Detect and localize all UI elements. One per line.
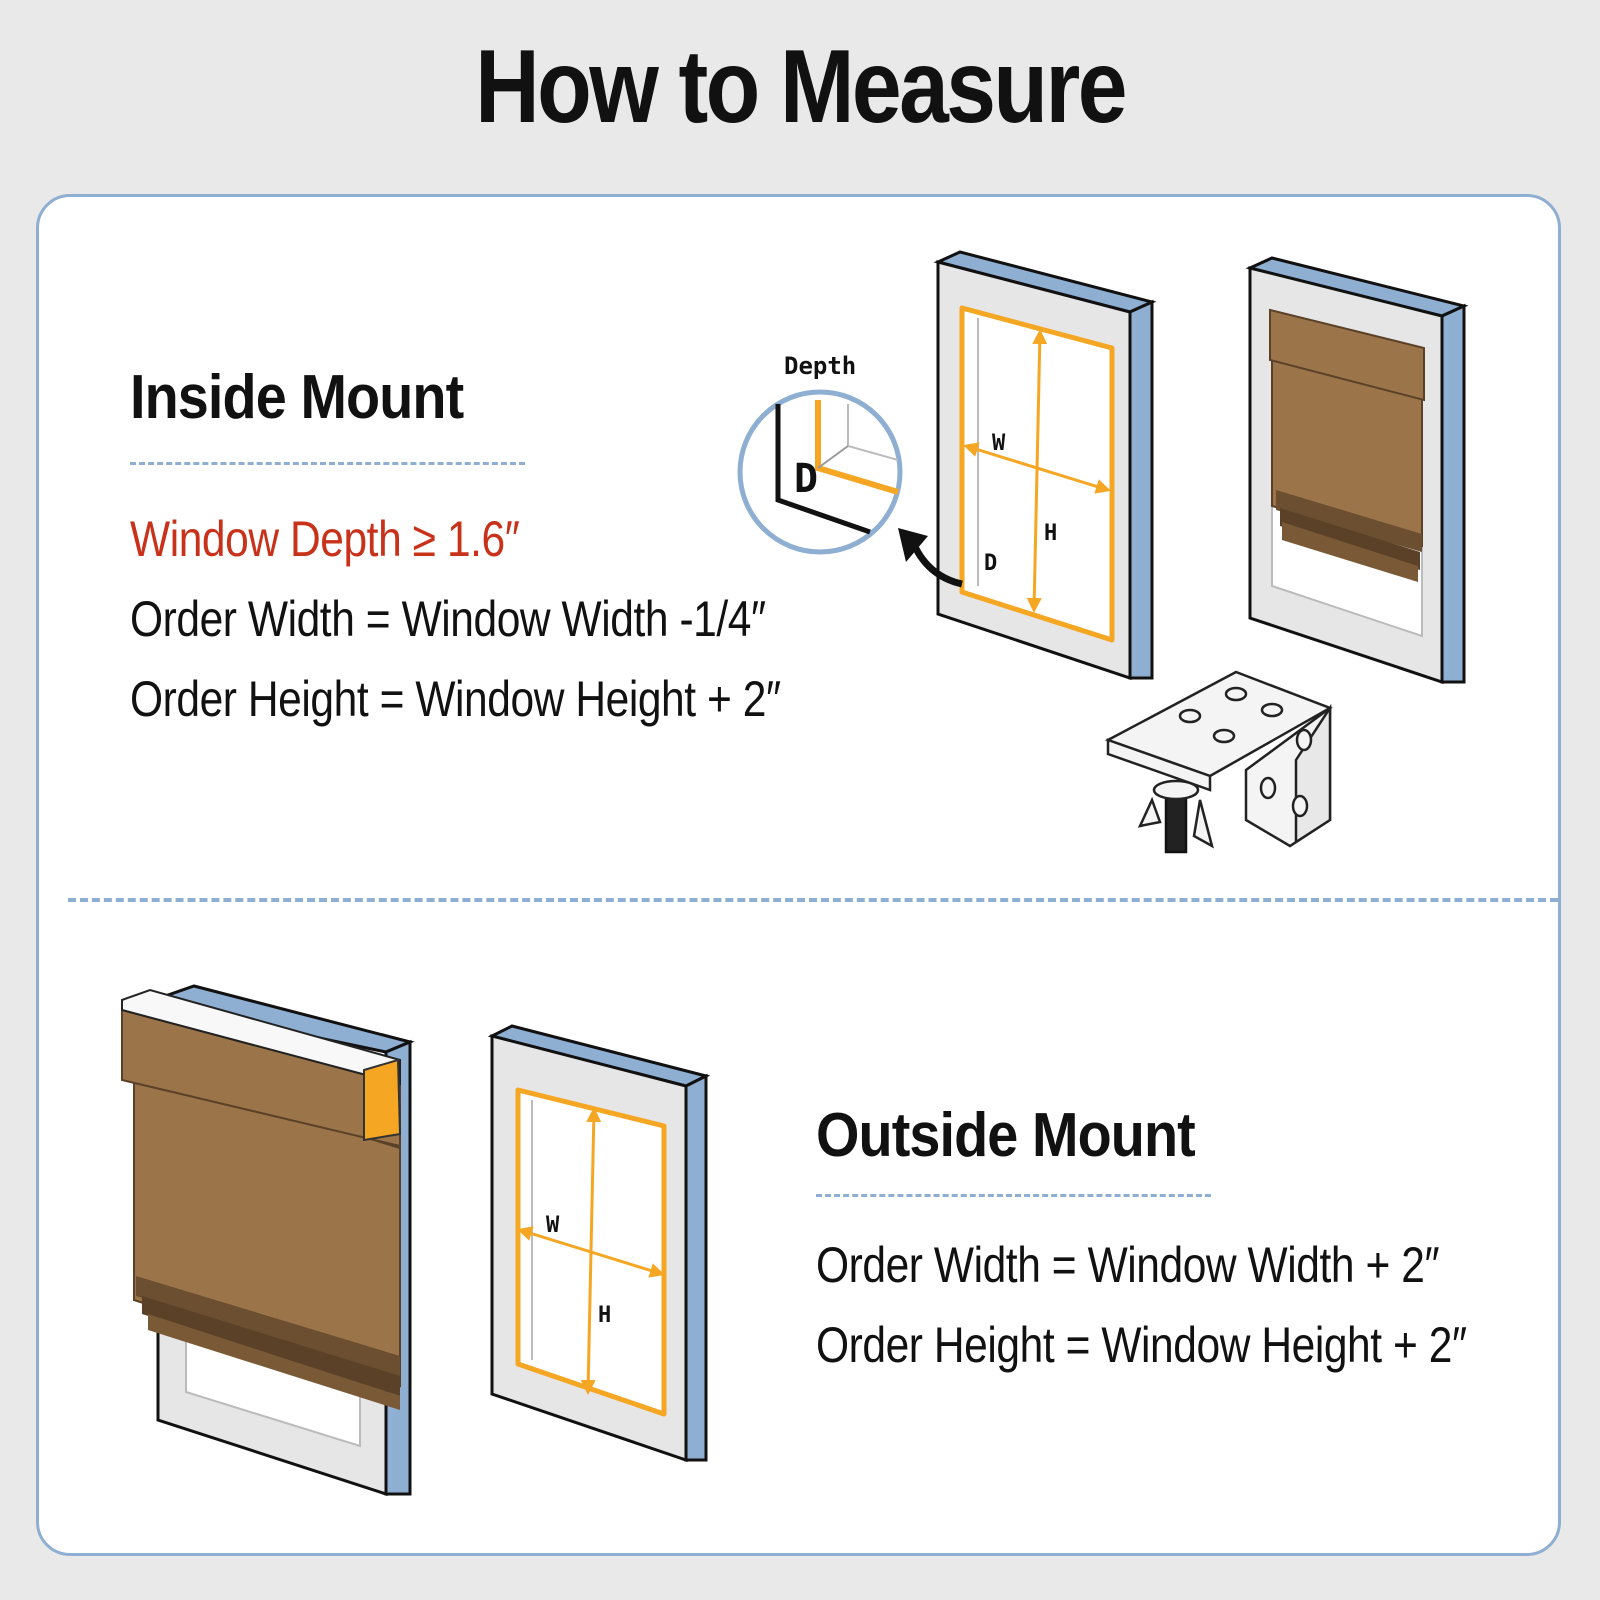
outside-mount-underline — [816, 1194, 1211, 1197]
outside-h-label: H — [598, 1303, 611, 1328]
inside-w-label: W — [992, 431, 1006, 456]
inside-window-measure-illustration: W H D — [898, 250, 1157, 681]
outside-mount-heading: Outside Mount — [816, 1101, 1196, 1170]
inside-mount-heading: Inside Mount — [130, 363, 464, 432]
inside-d-label: D — [984, 551, 997, 576]
window-depth-rule: Window Depth ≥ 1.6″ — [130, 511, 520, 567]
inside-h-label: H — [1044, 521, 1057, 546]
inside-order-width-rule: Order Width = Window Width -1/4″ — [130, 591, 766, 647]
inside-shade-illustration — [1245, 256, 1469, 685]
pointer-arrow-icon — [898, 528, 928, 562]
inside-mount-underline — [130, 462, 525, 465]
depth-caption: Depth — [784, 352, 856, 380]
outside-w-label: W — [546, 1213, 560, 1238]
outside-order-height-rule: Order Height = Window Height + 2″ — [816, 1317, 1467, 1373]
inside-order-height-rule: Order Height = Window Height + 2″ — [130, 671, 781, 727]
outside-window-measure-illustration: W H — [487, 1024, 711, 1463]
outside-shade-illustration — [121, 984, 415, 1497]
depth-magnifier-illustration: Depth D — [737, 352, 903, 555]
mounting-bracket-illustration — [1104, 670, 1333, 854]
outside-order-width-rule: Order Width = Window Width + 2″ — [816, 1237, 1440, 1293]
depth-d-label: D — [794, 456, 818, 502]
page-title: How to Measure — [475, 29, 1127, 145]
section-divider — [68, 898, 1558, 902]
